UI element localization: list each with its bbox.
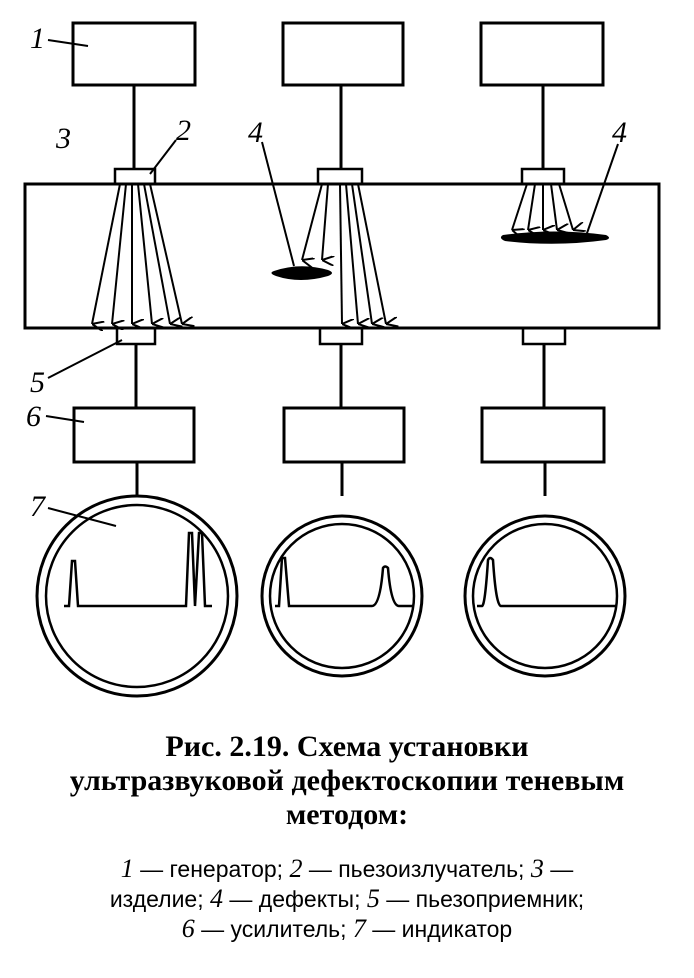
caption-title-line-3: методом: bbox=[285, 798, 409, 831]
label-product: 3 bbox=[55, 122, 71, 155]
generator-box-2 bbox=[281, 21, 405, 87]
piezo-receiver-2 bbox=[318, 326, 364, 346]
generator-box-3 bbox=[479, 21, 605, 87]
caption-legend: 1 — генератор; 2 — пьезоизлучатель; 3 — … bbox=[0, 854, 694, 944]
legend-num-3: 3 bbox=[530, 854, 544, 883]
legend-num-4: 4 bbox=[210, 884, 223, 913]
label-amplifier: 6 bbox=[26, 400, 41, 433]
leader-7 bbox=[47, 507, 117, 527]
amplifier-box-1 bbox=[72, 406, 196, 464]
label-defect-b: 4 bbox=[612, 116, 627, 149]
defect-small bbox=[271, 266, 332, 280]
label-piezo-receiver: 5 bbox=[30, 366, 45, 399]
generator-box-1 bbox=[71, 21, 197, 87]
leader-2 bbox=[149, 139, 177, 175]
legend-text-5: — пьезоприемник; bbox=[379, 886, 585, 912]
legend-text-2: — пьезоизлучатель; bbox=[302, 856, 531, 882]
piezo-receiver-1 bbox=[115, 326, 157, 346]
label-generator: 1 bbox=[30, 22, 45, 55]
amplifier-box-2 bbox=[282, 406, 406, 464]
ultrasonic-beam-1 bbox=[92, 183, 182, 324]
leader-4b bbox=[585, 143, 619, 237]
trace-indicator-3 bbox=[477, 556, 617, 608]
piezo-emitter-2 bbox=[316, 167, 364, 186]
piezo-emitter-3 bbox=[520, 167, 566, 186]
label-piezo-emitter: 2 bbox=[176, 114, 191, 147]
label-indicator: 7 bbox=[30, 490, 47, 523]
caption-title-line-1: Рис. 2.19. Схема установки bbox=[165, 730, 529, 763]
piezo-emitter-1 bbox=[113, 167, 157, 186]
indicator-2 bbox=[260, 514, 424, 678]
flaw-detection-diagram: 1 2 3 4 4 5 6 7 bbox=[23, 21, 661, 698]
trace-indicator-1 bbox=[64, 531, 212, 608]
leader-6 bbox=[45, 415, 85, 423]
legend-line-3: 6 — усилитель; 7 — индикатор bbox=[0, 914, 694, 944]
indicator-1 bbox=[35, 494, 239, 698]
label-defect-a: 4 bbox=[248, 116, 263, 149]
legend-text-7: — индикатор bbox=[365, 916, 513, 942]
legend-line-2: изделие; 4 — дефекты; 5 — пьезоприемник; bbox=[0, 884, 694, 914]
legend-num-1: 1 bbox=[120, 854, 134, 883]
caption-title-line-2: ультразвуковой дефектоскопии теневым bbox=[69, 764, 625, 797]
legend-num-7: 7 bbox=[352, 914, 366, 943]
ultrasonic-beam-2 bbox=[302, 183, 386, 324]
amplifier-box-3 bbox=[480, 406, 606, 464]
leader-1 bbox=[47, 39, 89, 47]
legend-text-4: — дефекты; bbox=[223, 886, 367, 912]
legend-num-5: 5 bbox=[366, 884, 380, 913]
trace-indicator-2 bbox=[275, 556, 414, 608]
caption-title: Рис. 2.19. Схема установки ультразвуково… bbox=[0, 730, 694, 832]
piezo-receiver-3 bbox=[521, 326, 567, 346]
legend-text-1: — генератор; bbox=[133, 856, 290, 882]
legend-num-2: 2 bbox=[289, 854, 303, 883]
figure-caption: Рис. 2.19. Схема установки ультразвуково… bbox=[0, 730, 694, 944]
ultrasonic-beam-3 bbox=[512, 183, 573, 230]
legend-text-3b: изделие; bbox=[109, 886, 210, 912]
leader-5 bbox=[47, 339, 123, 379]
legend-text-6: — усилитель; bbox=[194, 916, 353, 942]
defect-large bbox=[500, 231, 609, 244]
indicator-3 bbox=[463, 514, 627, 678]
legend-num-6: 6 bbox=[181, 914, 195, 943]
legend-text-3: — bbox=[543, 856, 574, 882]
legend-line-1: 1 — генератор; 2 — пьезоизлучатель; 3 — bbox=[0, 854, 694, 884]
leader-4a bbox=[261, 141, 295, 267]
